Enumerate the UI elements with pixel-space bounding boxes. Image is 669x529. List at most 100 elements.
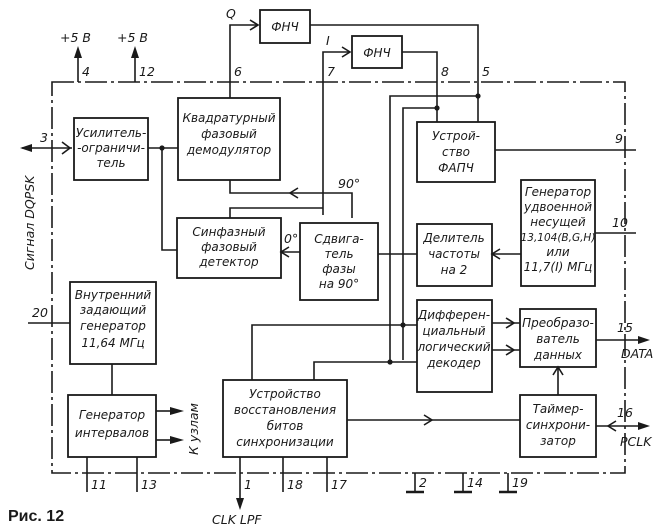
ground-pin-14: 14	[454, 473, 483, 494]
phase-shifter-text-1: Сдвига-	[314, 232, 364, 246]
diff-decoder-text-4: декодер	[426, 356, 481, 370]
lpf-i-text: ФНЧ	[363, 46, 391, 60]
inphase-detector-text-3: детектор	[198, 255, 259, 269]
bit-sync-text-2: восстановления	[234, 403, 336, 417]
diff-decoder-text-3: логический	[416, 340, 490, 354]
carrier-gen-text-1: Генератор	[525, 185, 592, 199]
pin-1-label: 1	[244, 477, 252, 492]
timer-sync-text-3: затор	[540, 434, 576, 448]
bus-q-line	[389, 95, 478, 360]
lpf-i-output-line	[402, 51, 438, 122]
inphase-detector-block	[176, 217, 282, 279]
i-label: I	[326, 33, 330, 48]
pin-15-label: 15	[617, 320, 633, 335]
lpf-q-text: ФНЧ	[271, 20, 299, 34]
q-arrow	[249, 19, 260, 31]
data-converter-text-2: ватель	[536, 332, 580, 346]
quadrature-demod-text-1: Квадратурный	[182, 111, 275, 125]
pin-19-label: 19	[512, 475, 528, 490]
to-nodes-label: К узлам	[186, 403, 201, 455]
bit-sync-recovery-block	[222, 379, 348, 458]
phase-shifter-block	[299, 222, 379, 301]
carrier-to-divider-arrow	[490, 248, 501, 260]
pin-9-label: 9	[615, 131, 623, 146]
phase-shifter-text-2: тель	[324, 247, 353, 261]
phase-90-line	[229, 180, 353, 218]
frequency-divider-block	[416, 223, 493, 287]
phase-90-label: 90°	[338, 176, 360, 191]
carrier-gen-text-4: 13,104(В,G,H)	[521, 232, 596, 244]
phase-0-label: 0°	[284, 231, 298, 246]
carrier-gen-text-5: или	[546, 245, 569, 259]
pll-text-1: Устрой-	[432, 129, 480, 143]
data-label: DATA	[621, 346, 653, 361]
data-converter-block	[519, 308, 597, 368]
interval-gen-text-2: интервалов	[75, 426, 149, 440]
pin-13-label: 13	[141, 477, 157, 492]
timer-sync-text-2: синхрони-	[526, 418, 590, 432]
freq-divider-text-2: частоты	[428, 247, 480, 261]
pin-11-label: 11	[91, 477, 107, 492]
pin-3-label: 3	[40, 130, 48, 145]
diff-decoder-text-1: Дифферен-	[417, 308, 490, 322]
interval-gen-text-1: Генератор	[79, 408, 146, 422]
bus-i-line	[402, 107, 437, 360]
pclk-in-arrow	[606, 420, 617, 432]
pin-16-label: 16	[617, 405, 633, 420]
diff-decoder-block	[416, 299, 493, 393]
amplifier-limiter-text-2: -ограничи-	[77, 141, 145, 155]
inphase-detector-text-2: фазовый	[201, 240, 257, 254]
freq-divider-text-3: на 2	[441, 263, 468, 277]
interval-generator-block	[67, 394, 157, 458]
ground-pin-2: 2	[406, 473, 427, 494]
freq-divider-text-1: Делитель	[422, 231, 484, 245]
timer-to-converter-arrow	[552, 365, 564, 376]
quadrature-demodulator-block	[177, 97, 281, 181]
ground-pin-19: 19	[499, 473, 528, 494]
input-signal-label: Сигнал DQPSK	[22, 174, 37, 270]
bitsync-to-timer-arrow	[423, 414, 434, 426]
amplifier-limiter-block	[73, 117, 149, 181]
bit-sync-text-4: синхронизации	[236, 435, 334, 449]
pin-18-label: 18	[287, 477, 303, 492]
bus-q-to-bitsync-line	[313, 361, 417, 380]
quadrature-demod-text-2: фазовый	[201, 127, 257, 141]
carrier-gen-text-3: несущей	[530, 215, 586, 229]
data-converter-text-1: Преобразо-	[522, 316, 594, 330]
decoder-to-converter-arrow-1	[505, 317, 516, 329]
pclk-label: PCLK	[620, 434, 653, 449]
diff-decoder-text-2: циальный	[422, 324, 485, 338]
internal-oscillator-block	[69, 281, 157, 365]
pin-10-label: 10	[612, 215, 628, 230]
internal-osc-text-1: Внутренний	[75, 288, 152, 302]
lpf-q-output-line	[310, 24, 479, 150]
lpf-q-block	[259, 9, 311, 44]
internal-osc-text-3: генератор	[80, 319, 146, 333]
amplifier-limiter-text-1: Усилитель-	[76, 126, 147, 140]
power-pin-12: +5 В 12	[117, 30, 155, 82]
figure-caption: Рис. 12	[8, 508, 64, 525]
carrier-gen-text-6: 11,7(I) МГц	[524, 260, 593, 274]
pin-5-label: 5	[482, 64, 490, 79]
carrier-gen-text-2: удвоенной	[523, 200, 592, 214]
pin-7-label: 7	[327, 64, 335, 79]
phase-90-arrow	[288, 187, 299, 199]
phase-shifter-text-4: на 90°	[319, 277, 359, 291]
amplifier-limiter-text-3: тель	[96, 156, 125, 170]
decoder-to-converter-arrow-2	[505, 344, 516, 356]
power-pin-4: +5 В 4	[60, 30, 91, 82]
chip-boundary	[51, 81, 626, 474]
phase-shifter-text-3: фазы	[322, 262, 355, 276]
phase-0-arrow	[279, 246, 290, 258]
pll-block	[416, 121, 496, 183]
quadrature-demod-text-3: демодулятор	[186, 143, 272, 157]
pin-2-label: 2	[419, 475, 427, 490]
lpf-i-block	[351, 35, 403, 69]
timer-sync-text-1: Таймер-	[533, 402, 584, 416]
detector-to-i-line	[229, 207, 323, 218]
amp-to-detector-line	[161, 148, 177, 251]
i-arrow	[341, 46, 352, 58]
bit-sync-text-3: битов	[267, 419, 304, 433]
power-label-1: +5 В	[60, 30, 91, 45]
